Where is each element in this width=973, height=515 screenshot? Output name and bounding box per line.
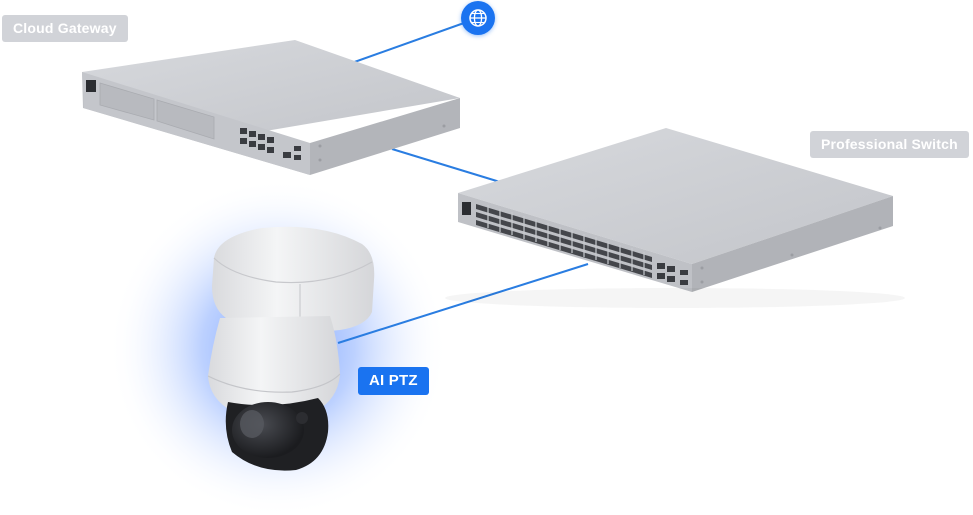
professional-switch-label: Professional Switch xyxy=(810,131,969,158)
ai-ptz-camera xyxy=(207,226,375,471)
globe-icon xyxy=(469,9,487,27)
link-internet-gateway xyxy=(345,17,479,66)
link-gateway-switch xyxy=(391,148,501,183)
cloud-gateway-label: Cloud Gateway xyxy=(2,15,128,42)
ai-ptz-label: AI PTZ xyxy=(358,367,429,395)
professional-switch-device xyxy=(458,128,893,292)
link-switch-ptz xyxy=(337,263,589,344)
cloud-gateway-device xyxy=(82,40,460,175)
internet-globe xyxy=(461,1,495,35)
